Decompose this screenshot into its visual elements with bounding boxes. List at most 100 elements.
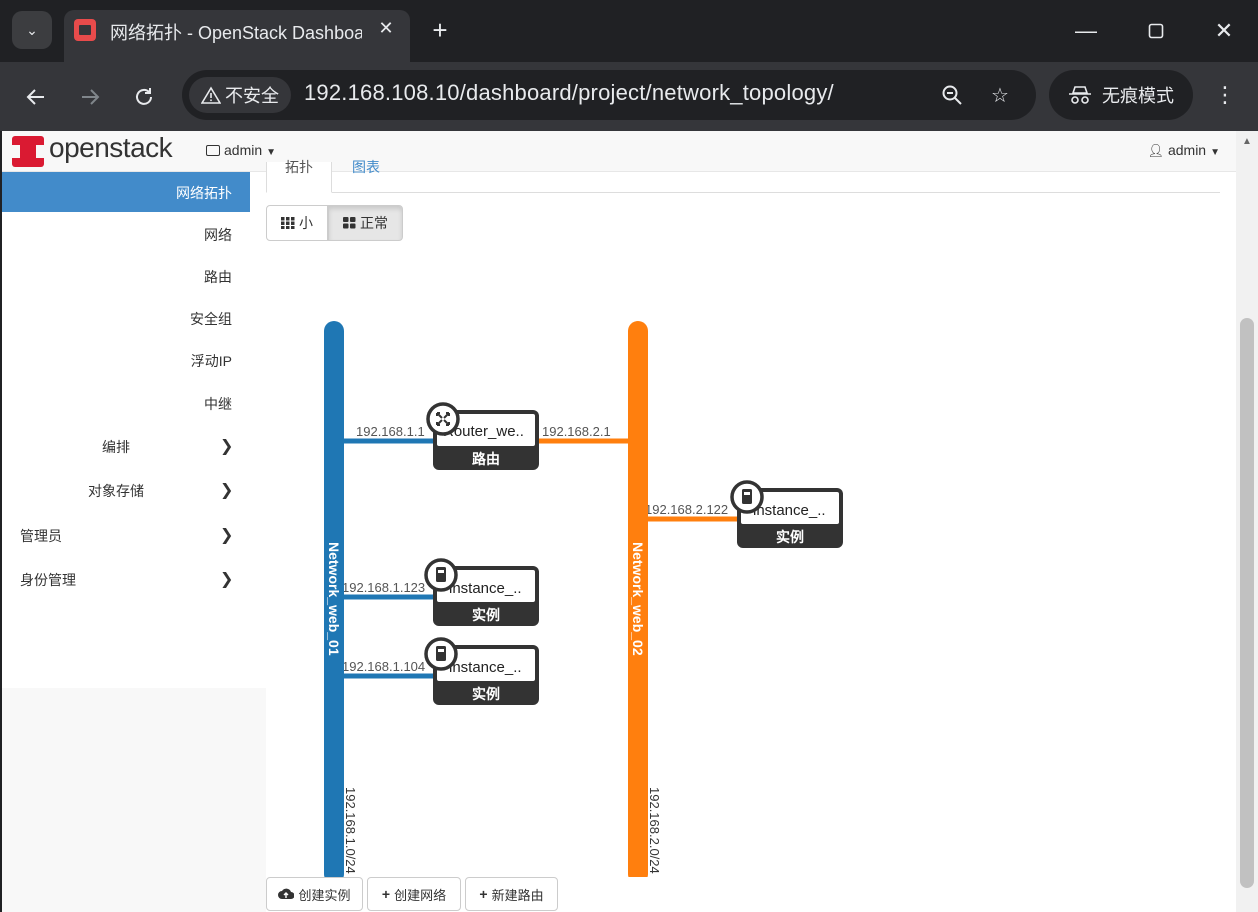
zoom-icon[interactable] bbox=[939, 82, 965, 108]
create-router-button[interactable]: + 新建路由 bbox=[465, 877, 558, 911]
project-list-icon bbox=[206, 145, 220, 156]
page: openstack admin▼ 👤︎ admin▼ 网络拓扑 网络 路由 安全… bbox=[2, 131, 1236, 912]
sidebar-group-label: 身份管理 bbox=[20, 572, 76, 588]
sidebar-item-label: 网络拓扑 bbox=[176, 185, 232, 201]
reload-button[interactable] bbox=[126, 79, 162, 115]
browser-menu-icon[interactable]: ⋮ bbox=[1214, 82, 1236, 107]
browser-tabstrip: ⌄ 网络拓扑 - OpenStack Dashboard ✕ + — ✕ bbox=[0, 0, 1258, 62]
network-name-label: Network_web_02 bbox=[630, 542, 646, 656]
sidebar-group-admin[interactable]: 管理员 ❯ bbox=[2, 515, 250, 555]
device-type-label: 路由 bbox=[472, 451, 500, 467]
magnifier-icon bbox=[942, 85, 962, 105]
tab-title: 网络拓扑 - OpenStack Dashboard bbox=[110, 23, 362, 43]
tabs-divider bbox=[266, 192, 1220, 193]
sidebar-footer-area bbox=[2, 688, 266, 912]
sidebar-item-network-topology[interactable]: 网络拓扑 bbox=[2, 172, 250, 212]
tab-graph[interactable]: 图表 bbox=[352, 159, 380, 175]
device-name-label: Router_we.. bbox=[443, 423, 524, 440]
chevron-down-icon: ⌄ bbox=[26, 21, 38, 38]
tab-search-button[interactable]: ⌄ bbox=[12, 11, 52, 49]
sidebar-item-floating-ips[interactable]: 浮动IP bbox=[2, 340, 250, 380]
sidebar-group-label: 管理员 bbox=[20, 528, 62, 544]
user-icon: 👤︎ bbox=[1147, 143, 1165, 158]
tab-topology[interactable]: 拓扑 bbox=[266, 160, 332, 193]
router-icon bbox=[426, 402, 460, 436]
instance-node[interactable]: instance_.. 实例 bbox=[424, 558, 539, 626]
sidebar-item-routers[interactable]: 路由 bbox=[2, 256, 250, 296]
project-picker[interactable]: admin▼ bbox=[206, 142, 276, 158]
sidebar: 网络拓扑 网络 路由 安全组 浮动IP 中继 编排❯ 对象存储❯ 管理员 ❯ 身份… bbox=[2, 172, 250, 688]
sidebar-item-label: 浮动IP bbox=[190, 353, 232, 369]
device-name-label: instance_.. bbox=[449, 580, 522, 597]
openstack-navbar: openstack admin▼ 👤︎ admin▼ bbox=[2, 131, 1236, 172]
user-label: admin bbox=[1167, 142, 1207, 158]
normal-view-label: 正常 bbox=[360, 215, 388, 231]
scrollbar-thumb[interactable] bbox=[1240, 318, 1254, 888]
security-indicator[interactable]: 不安全 bbox=[189, 77, 291, 113]
network-cidr-label: 192.168.1.0/24 bbox=[343, 787, 358, 874]
link-ip-label: 192.168.1.1 bbox=[356, 424, 425, 439]
openstack-logo-text[interactable]: openstack bbox=[49, 132, 173, 163]
sidebar-item-networks[interactable]: 网络 bbox=[2, 214, 250, 254]
user-menu[interactable]: 👤︎ admin▼ bbox=[1148, 142, 1220, 159]
arrow-right-icon bbox=[82, 89, 100, 105]
link-ip-label: 192.168.1.123 bbox=[342, 580, 425, 595]
maximize-icon bbox=[1148, 23, 1164, 39]
device-type-label: 实例 bbox=[776, 529, 804, 545]
back-button[interactable] bbox=[18, 79, 54, 115]
close-window-button[interactable]: ✕ bbox=[1214, 18, 1234, 43]
normal-view-button[interactable]: 正常 bbox=[328, 205, 403, 241]
browser-tab-active[interactable] bbox=[64, 10, 410, 62]
create-router-label: 新建路由 bbox=[491, 887, 544, 903]
arrow-left-icon bbox=[26, 89, 44, 105]
plus-icon: + bbox=[479, 886, 488, 902]
incognito-icon bbox=[1069, 86, 1091, 104]
new-tab-button[interactable]: + bbox=[432, 14, 448, 45]
network-bar-web-01[interactable]: Network_web_01 192.168.1.0/24 bbox=[324, 321, 358, 877]
server-icon bbox=[730, 480, 764, 514]
instance-node[interactable]: instance_.. 实例 bbox=[730, 480, 843, 548]
device-type-label: 实例 bbox=[472, 686, 500, 702]
small-view-label: 小 bbox=[299, 215, 313, 231]
sidebar-item-label: 中继 bbox=[204, 396, 232, 412]
incognito-indicator[interactable]: 无痕模式 bbox=[1049, 70, 1193, 120]
bookmark-star-icon[interactable]: ☆ bbox=[991, 84, 1009, 107]
create-network-button[interactable]: + 创建网络 bbox=[367, 877, 461, 911]
caret-down-icon: ▼ bbox=[266, 147, 277, 158]
chevron-right-icon: ❯ bbox=[220, 482, 234, 499]
network-bar[interactable] bbox=[628, 321, 648, 877]
instance-node[interactable]: instance_.. 实例 bbox=[424, 637, 539, 705]
minimize-button[interactable]: — bbox=[1075, 18, 1097, 43]
tab-close-icon[interactable]: ✕ bbox=[378, 17, 394, 38]
sidebar-group-object-store[interactable]: 对象存储❯ bbox=[2, 470, 250, 510]
project-label: admin bbox=[224, 142, 263, 158]
network-bar[interactable] bbox=[324, 321, 344, 877]
grid-large-icon bbox=[343, 217, 356, 229]
address-bar[interactable] bbox=[182, 70, 1036, 120]
network-topology-canvas[interactable]: 192.168.1.1 192.168.2.1 192.168.2.122 19… bbox=[266, 252, 1220, 877]
maximize-button[interactable] bbox=[1136, 14, 1176, 48]
sidebar-group-identity[interactable]: 身份管理❯ bbox=[2, 559, 250, 599]
router-node[interactable]: Router_we.. 路由 bbox=[426, 402, 539, 470]
chevron-right-icon: ❯ bbox=[220, 527, 234, 544]
warning-icon bbox=[201, 86, 221, 104]
server-icon bbox=[424, 558, 458, 592]
network-bar-web-02[interactable]: Network_web_02 192.168.2.0/24 bbox=[628, 321, 662, 877]
url-text[interactable]: 192.168.108.10/dashboard/project/network… bbox=[304, 80, 834, 105]
network-name-label: Network_web_01 bbox=[326, 542, 342, 656]
scroll-up-arrow-icon[interactable]: ▲ bbox=[1242, 136, 1252, 147]
security-label: 不安全 bbox=[225, 86, 279, 106]
sidebar-item-security-groups[interactable]: 安全组 bbox=[2, 298, 250, 338]
incognito-label: 无痕模式 bbox=[1102, 86, 1174, 106]
forward-button[interactable] bbox=[72, 79, 108, 115]
create-instance-button[interactable]: 创建实例 bbox=[266, 877, 363, 911]
sidebar-item-trunks[interactable]: 中继 bbox=[2, 383, 250, 423]
link-ip-label: 192.168.1.104 bbox=[342, 659, 425, 674]
small-view-button[interactable]: 小 bbox=[266, 205, 328, 241]
server-icon bbox=[424, 637, 458, 671]
link-ip-label: 192.168.2.1 bbox=[542, 424, 611, 439]
sidebar-group-orchestration[interactable]: 编排❯ bbox=[2, 426, 250, 466]
openstack-logo-icon[interactable] bbox=[12, 136, 44, 167]
sidebar-item-label: 路由 bbox=[204, 269, 232, 285]
sidebar-item-label: 网络 bbox=[204, 227, 232, 243]
